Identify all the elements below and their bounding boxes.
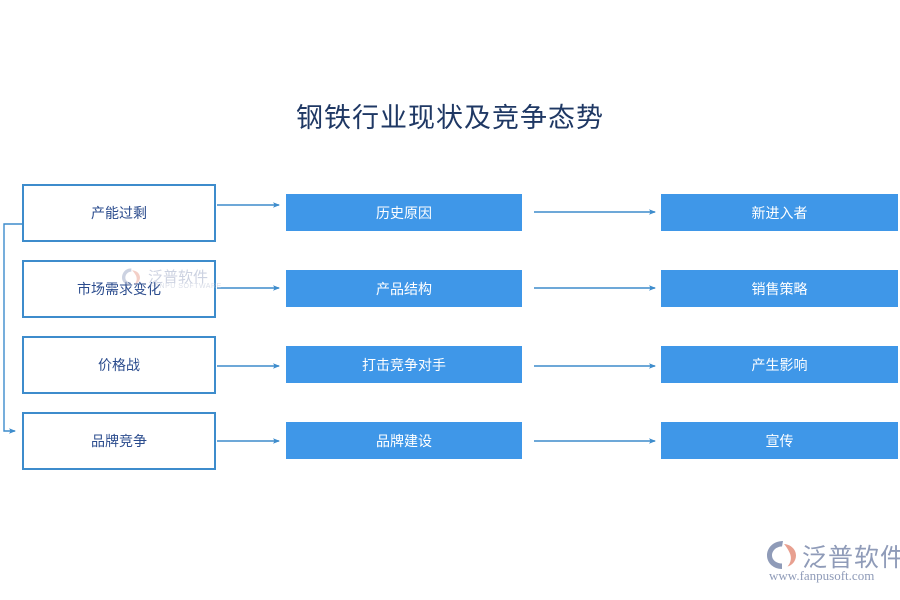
node-effect-2[interactable]: 销售策略 [661, 270, 898, 307]
node-label: 打击竞争对手 [362, 356, 446, 373]
brand-logo-icon [767, 541, 796, 569]
node-label: 历史原因 [376, 204, 432, 221]
node-label: 品牌竞争 [91, 433, 147, 449]
node-effect-1[interactable]: 新进入者 [661, 194, 898, 231]
brand-logo: 泛普软件 www.fanpusoft.com [766, 540, 900, 588]
node-issue-2[interactable]: 市场需求变化 [22, 260, 216, 318]
node-effect-3[interactable]: 产生影响 [661, 346, 898, 383]
node-cause-2[interactable]: 产品结构 [286, 270, 522, 307]
brand-logo-text: 泛普软件 [802, 544, 900, 572]
node-label: 宣传 [765, 432, 794, 449]
node-cause-3[interactable]: 打击竞争对手 [286, 346, 522, 383]
page-title: 钢铁行业现状及竞争态势 [296, 103, 604, 133]
node-issue-1[interactable]: 产能过剩 [22, 184, 216, 242]
node-label: 新进入者 [751, 204, 808, 221]
node-issue-3[interactable]: 价格战 [22, 336, 216, 394]
node-label: 品牌建设 [376, 432, 432, 449]
node-label: 产生影响 [751, 356, 808, 373]
node-label: 市场需求变化 [77, 281, 161, 297]
node-label: 产品结构 [376, 280, 432, 297]
node-issue-4[interactable]: 品牌竞争 [22, 412, 216, 470]
node-cause-4[interactable]: 品牌建设 [286, 422, 522, 459]
edge-n1-n4-elbow [3, 223, 22, 434]
node-effect-4[interactable]: 宣传 [661, 422, 898, 459]
node-label: 价格战 [98, 357, 140, 373]
node-label: 产能过剩 [91, 205, 147, 221]
node-cause-1[interactable]: 历史原因 [286, 194, 522, 231]
brand-logo-url: www.fanpusoft.com [769, 568, 875, 583]
node-label: 销售策略 [751, 280, 808, 297]
